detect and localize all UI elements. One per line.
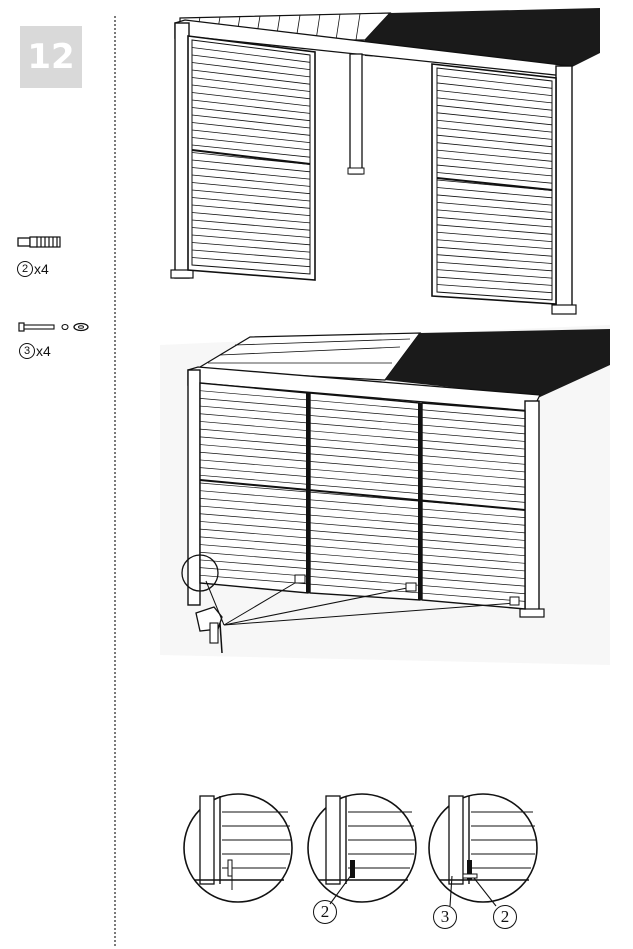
- step-number-badge: 12: [20, 26, 82, 88]
- detail-view-3: [428, 793, 538, 903]
- anchor-bolt-icon: [17, 236, 61, 248]
- pergola-three-panels-drilling-illustration: [160, 325, 610, 665]
- part-number-2: 2: [17, 261, 33, 277]
- part-quantity-2: x4: [34, 261, 49, 277]
- callout-detail-2-part-2: 2: [313, 900, 337, 924]
- pergola-two-panels-illustration: [170, 8, 600, 315]
- drill-icon: [195, 606, 223, 654]
- part-number-3: 3: [19, 343, 35, 359]
- step-number: 12: [27, 37, 75, 77]
- detail-view-2: [307, 793, 417, 903]
- callout-detail-3-part-2: 2: [493, 905, 517, 929]
- part-quantity-3: x4: [36, 343, 51, 359]
- callout-leaders: [329, 873, 497, 907]
- callout-detail-3-part-3: 3: [433, 905, 457, 929]
- column-divider: [114, 16, 116, 946]
- detail-view-1: [183, 793, 293, 903]
- bolt-and-washer-icon: [18, 322, 89, 332]
